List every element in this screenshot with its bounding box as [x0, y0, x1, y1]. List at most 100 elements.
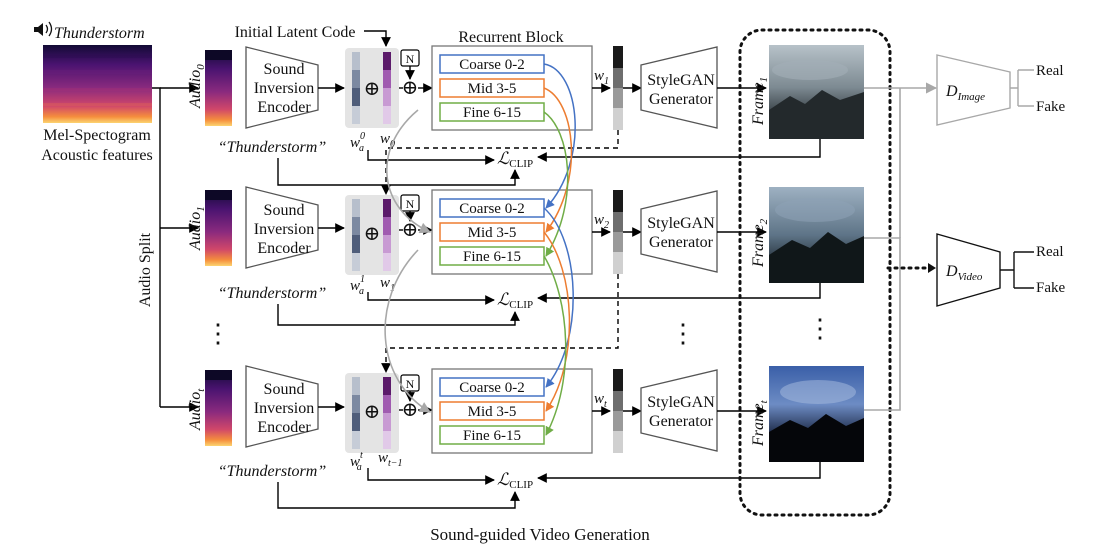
w-out-label-t: wt: [594, 391, 607, 410]
audio-clip-t: [205, 370, 232, 446]
normal-noise-label-0: N: [406, 52, 415, 66]
d-image-label: DImage: [945, 83, 985, 103]
encoder-label-0-line2: Inversion: [254, 80, 314, 97]
layer-fine-1: [439, 246, 545, 266]
encoder-label-0-line3: Encoder: [257, 99, 311, 116]
encoder-label-1-line2: Inversion: [254, 221, 314, 238]
footer-caption: Sound-guided Video Generation: [430, 525, 650, 544]
audio-title: Thunderstorm: [54, 25, 145, 42]
frame-image-0: [769, 45, 864, 139]
wa-bar-0: [352, 52, 360, 124]
add-symbol-0: ⊕: [402, 77, 419, 99]
audio-label-0: Audio0: [187, 64, 207, 109]
stylegan-generator-1: [640, 190, 718, 273]
loss-clip-t: ℒCLIP: [497, 470, 533, 491]
frame-to-loss-0: [537, 139, 821, 162]
w-out-label-0: w1: [594, 68, 609, 87]
loss-clip-0: ℒCLIP: [497, 149, 533, 170]
stylegan-generator-0: [640, 46, 718, 129]
audio-label-1: Audio1: [187, 206, 207, 251]
audio-label-t: Audiot: [187, 388, 207, 431]
layer-fine-label-t: Fine 6-15: [463, 428, 521, 444]
sound-inversion-encoder-1: [245, 186, 319, 269]
spectrogram: [43, 45, 152, 123]
d-image-branches: [1010, 69, 1034, 107]
feedback-dashed-1: [381, 274, 619, 373]
dvideo-arrowhead: [928, 263, 936, 273]
initial-latent-arrow: [364, 30, 391, 47]
prompt-to-loss-1: [277, 304, 520, 326]
prompt-to-loss-0: [277, 158, 520, 186]
prompt-text-t: “Thunderstorm”: [218, 463, 327, 480]
w-prev-label-0: w0: [380, 131, 395, 150]
normal-noise-label-t: N: [406, 377, 415, 391]
prompt-text-0: “Thunderstorm”: [218, 139, 327, 156]
audio-split-label: Audio Split: [137, 232, 154, 307]
d-image-box: [936, 54, 1011, 126]
frame-to-loss-t: [537, 462, 821, 483]
encoder-label-1-line3: Encoder: [257, 240, 311, 257]
layer-fine-t: [439, 425, 545, 445]
generator-label-t-line2: Generator: [649, 413, 714, 430]
encoder-label-t-line3: Encoder: [257, 419, 311, 436]
generator-label-0-line2: Generator: [649, 91, 714, 108]
frame-image-t: [769, 366, 864, 462]
w-out-label-1: w2: [594, 212, 609, 231]
layer-coarse-t: [439, 377, 545, 397]
add-symbol-1: ⊕: [402, 219, 419, 241]
d-video-box: [936, 233, 1001, 307]
layer-coarse-label-t: Coarse 0-2: [459, 380, 524, 396]
wa-bar-t: [352, 377, 360, 449]
layer-coarse-label-1: Coarse 0-2: [459, 201, 524, 217]
normal-noise-label-1: N: [406, 197, 415, 211]
w-prev-label-t: wt−1: [378, 450, 403, 469]
layer-mid-label-t: Mid 3-5: [468, 404, 517, 420]
w-out-bar-t: [613, 369, 623, 453]
layer-fine-label-0: Fine 6-15: [463, 105, 521, 121]
encoder-label-t-line1: Sound: [264, 381, 305, 398]
prompt-to-loss-t: [277, 482, 520, 509]
frames-collect-line: [864, 237, 901, 411]
sound-wave-icon: [45, 21, 53, 37]
recurrent-block-label: Recurrent Block: [458, 29, 563, 46]
sound-inversion-encoder-t: [245, 365, 319, 448]
w-out-bar-0: [613, 46, 623, 130]
initial-latent-label: Initial Latent Code: [235, 24, 356, 41]
ellipsis-generator: ⋮: [670, 319, 696, 348]
spectrogram-caption-line2: Acoustic features: [41, 147, 153, 164]
wa-to-loss-0: [367, 150, 495, 165]
d-video-branches: [1000, 251, 1034, 289]
ellipsis-frames: ⋮: [807, 314, 833, 343]
encoder-label-t-line2: Inversion: [254, 400, 314, 417]
generator-label-t-line1: StyleGAN: [647, 394, 715, 411]
concat-symbol-1: ⊕: [364, 223, 381, 245]
d-video-real: Real: [1036, 244, 1064, 260]
frame-label-t: Framet: [750, 399, 770, 447]
stylegan-generator-t: [640, 369, 718, 452]
w-out-bar-1: [613, 190, 623, 274]
audio-clip-0: [205, 50, 232, 126]
generator-label-0-line1: StyleGAN: [647, 72, 715, 89]
loss-clip-1: ℒCLIP: [497, 290, 533, 311]
add-symbol-t: ⊕: [402, 399, 419, 421]
wa-bar-1: [352, 199, 360, 271]
d-video-fake: Fake: [1036, 280, 1066, 296]
encoder-label-1-line1: Sound: [264, 202, 305, 219]
speaker-icon: [34, 23, 43, 36]
concat-symbol-0: ⊕: [364, 78, 381, 100]
frame-image-1: [769, 187, 864, 283]
audio-clip-1: [205, 190, 232, 266]
prompt-text-1: “Thunderstorm”: [218, 285, 327, 302]
layer-mid-label-1: Mid 3-5: [468, 225, 517, 241]
sound-inversion-encoder-0: [245, 46, 319, 129]
w-bar-0: [383, 52, 391, 124]
generator-label-1-line1: StyleGAN: [647, 215, 715, 232]
d-image-fake: Fake: [1036, 99, 1066, 115]
generator-label-1-line2: Generator: [649, 234, 714, 251]
